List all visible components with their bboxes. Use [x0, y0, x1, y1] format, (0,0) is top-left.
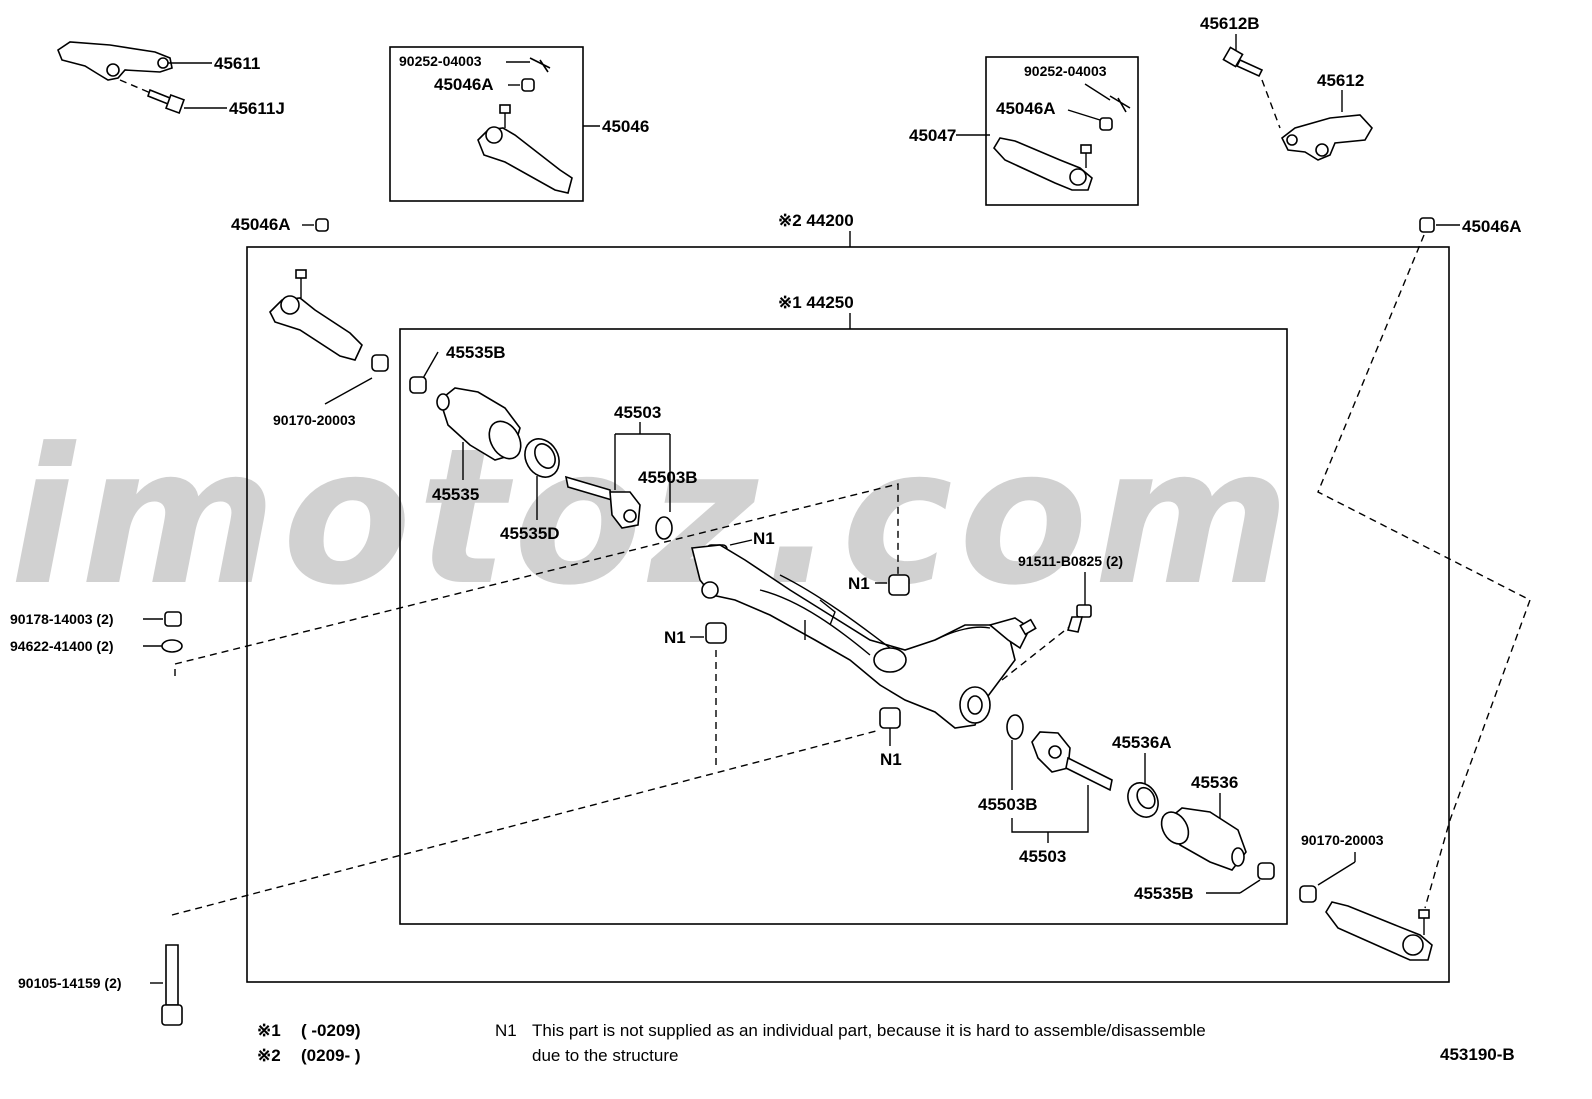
part-90178: 90178-14003 (2) [10, 611, 114, 627]
part-45503-bottom: 45503 [1019, 847, 1066, 866]
part-45535d: 45535D [500, 524, 560, 543]
part-45536a: 45536A [1112, 733, 1172, 752]
part-45046: 45046 [602, 117, 649, 136]
legend-mark-1: ※1 [257, 1021, 281, 1040]
part-45611j: 45611J [229, 99, 285, 118]
tie-rod-end-lh-in-box [477, 104, 573, 194]
bolt-45612b [1222, 46, 1264, 78]
tie-rod-end-rh-in-box [993, 137, 1093, 191]
clamp-45535b-top [409, 376, 427, 394]
label-n1-a: N1 [753, 529, 775, 548]
bolt-91511 [1066, 604, 1092, 633]
clamp-45535b-bottom [1257, 862, 1275, 880]
tie-rod-end-rh-box [985, 56, 1139, 206]
legend-n1-code: N1 [495, 1021, 517, 1040]
part-45047: 45047 [909, 126, 956, 145]
part-45535b-bottom: 45535B [1134, 884, 1194, 903]
nut-90170-left [371, 354, 389, 372]
label-n1-c: N1 [664, 628, 686, 647]
part-45503b-top: 45503B [638, 468, 698, 487]
knuckle-arm-rh [1280, 114, 1373, 161]
label-n1-b: N1 [848, 574, 870, 593]
part-45046a-box-rh: 45046A [996, 99, 1056, 118]
part-45046a-left: 45046A [231, 215, 291, 234]
boot-45536 [1160, 807, 1247, 871]
tie-rod-end-lh-box [389, 46, 584, 202]
legend-range-2: (0209- ) [301, 1046, 361, 1065]
washer-45503b-bottom [1006, 714, 1024, 740]
part-45046a-right: 45046A [1462, 217, 1522, 236]
clamp-45536a [1127, 782, 1159, 818]
knuckle-arm-lh [57, 41, 173, 81]
bolt-45611j [147, 88, 185, 114]
tie-rod-45503-left [564, 475, 641, 529]
part-90252-b: 90252-04003 [1024, 63, 1107, 79]
tie-rod-end-rh [1325, 901, 1433, 961]
tie-rod-end-lh [269, 269, 363, 361]
watermark: imotoz.com [10, 408, 1296, 627]
part-45535: 45535 [432, 485, 479, 504]
part-45612: 45612 [1317, 71, 1364, 90]
nut-90170-right [1299, 885, 1317, 903]
legend-n1-line2: due to the structure [532, 1046, 678, 1065]
part-91511: 91511-B0825 (2) [1018, 553, 1123, 569]
diagram-id: 453190-B [1440, 1045, 1515, 1064]
washer-45503b-top [655, 516, 673, 540]
part-45503b-bottom: 45503B [978, 795, 1038, 814]
part-45611: 45611 [214, 54, 260, 73]
part-94622: 94622-41400 (2) [10, 638, 114, 654]
inner-assembly-label: ※1 44250 [778, 293, 854, 312]
part-90252-a: 90252-04003 [399, 53, 482, 69]
legend-n1-line1: This part is not supplied as an individu… [532, 1021, 1206, 1040]
part-90170-right: 90170-20003 [1301, 832, 1384, 848]
part-90170-left: 90170-20003 [273, 412, 356, 428]
part-45503-top: 45503 [614, 403, 661, 422]
bolt-90105 [161, 944, 183, 1026]
steering-rack-housing [691, 544, 1037, 729]
legend-range-1: ( -0209) [301, 1021, 361, 1040]
outer-assembly-label: ※2 44200 [778, 211, 854, 230]
inner-assembly-box [399, 328, 1288, 925]
clamp-45535d [524, 438, 560, 478]
part-45046a-box-lh: 45046A [434, 75, 494, 94]
part-90105: 90105-14159 (2) [18, 975, 122, 991]
part-45612b: 45612B [1200, 14, 1260, 33]
boot-45535 [436, 387, 522, 461]
legend-mark-2: ※2 [257, 1046, 281, 1065]
tie-rod-45503-right [1031, 731, 1113, 792]
outer-assembly-box [246, 246, 1450, 983]
label-n1-d: N1 [880, 750, 902, 769]
part-45535b-top: 45535B [446, 343, 506, 362]
part-45536: 45536 [1191, 773, 1238, 792]
